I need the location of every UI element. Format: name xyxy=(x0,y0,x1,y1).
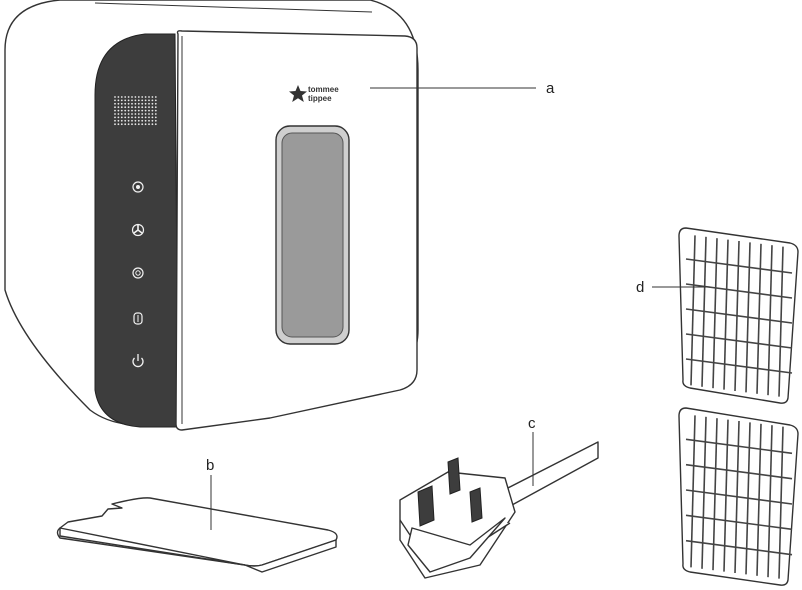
rack-lower xyxy=(679,408,798,585)
sterilizer-unit: tommee tippee a xyxy=(5,0,555,430)
plug-and-cable: c xyxy=(400,415,598,578)
brand-name-line2: tippee xyxy=(308,94,332,103)
callout-c-label: c xyxy=(528,415,536,432)
callout-b-label: b xyxy=(206,457,214,474)
brand-name-line1: tommee xyxy=(308,85,339,94)
callout-a-label: a xyxy=(546,80,555,97)
callout-d-label: d xyxy=(636,279,644,296)
viewing-window xyxy=(282,133,343,337)
drying-racks: d xyxy=(636,228,798,585)
rack-upper xyxy=(679,228,798,403)
tray-part: b xyxy=(58,457,338,572)
cable xyxy=(500,442,598,505)
